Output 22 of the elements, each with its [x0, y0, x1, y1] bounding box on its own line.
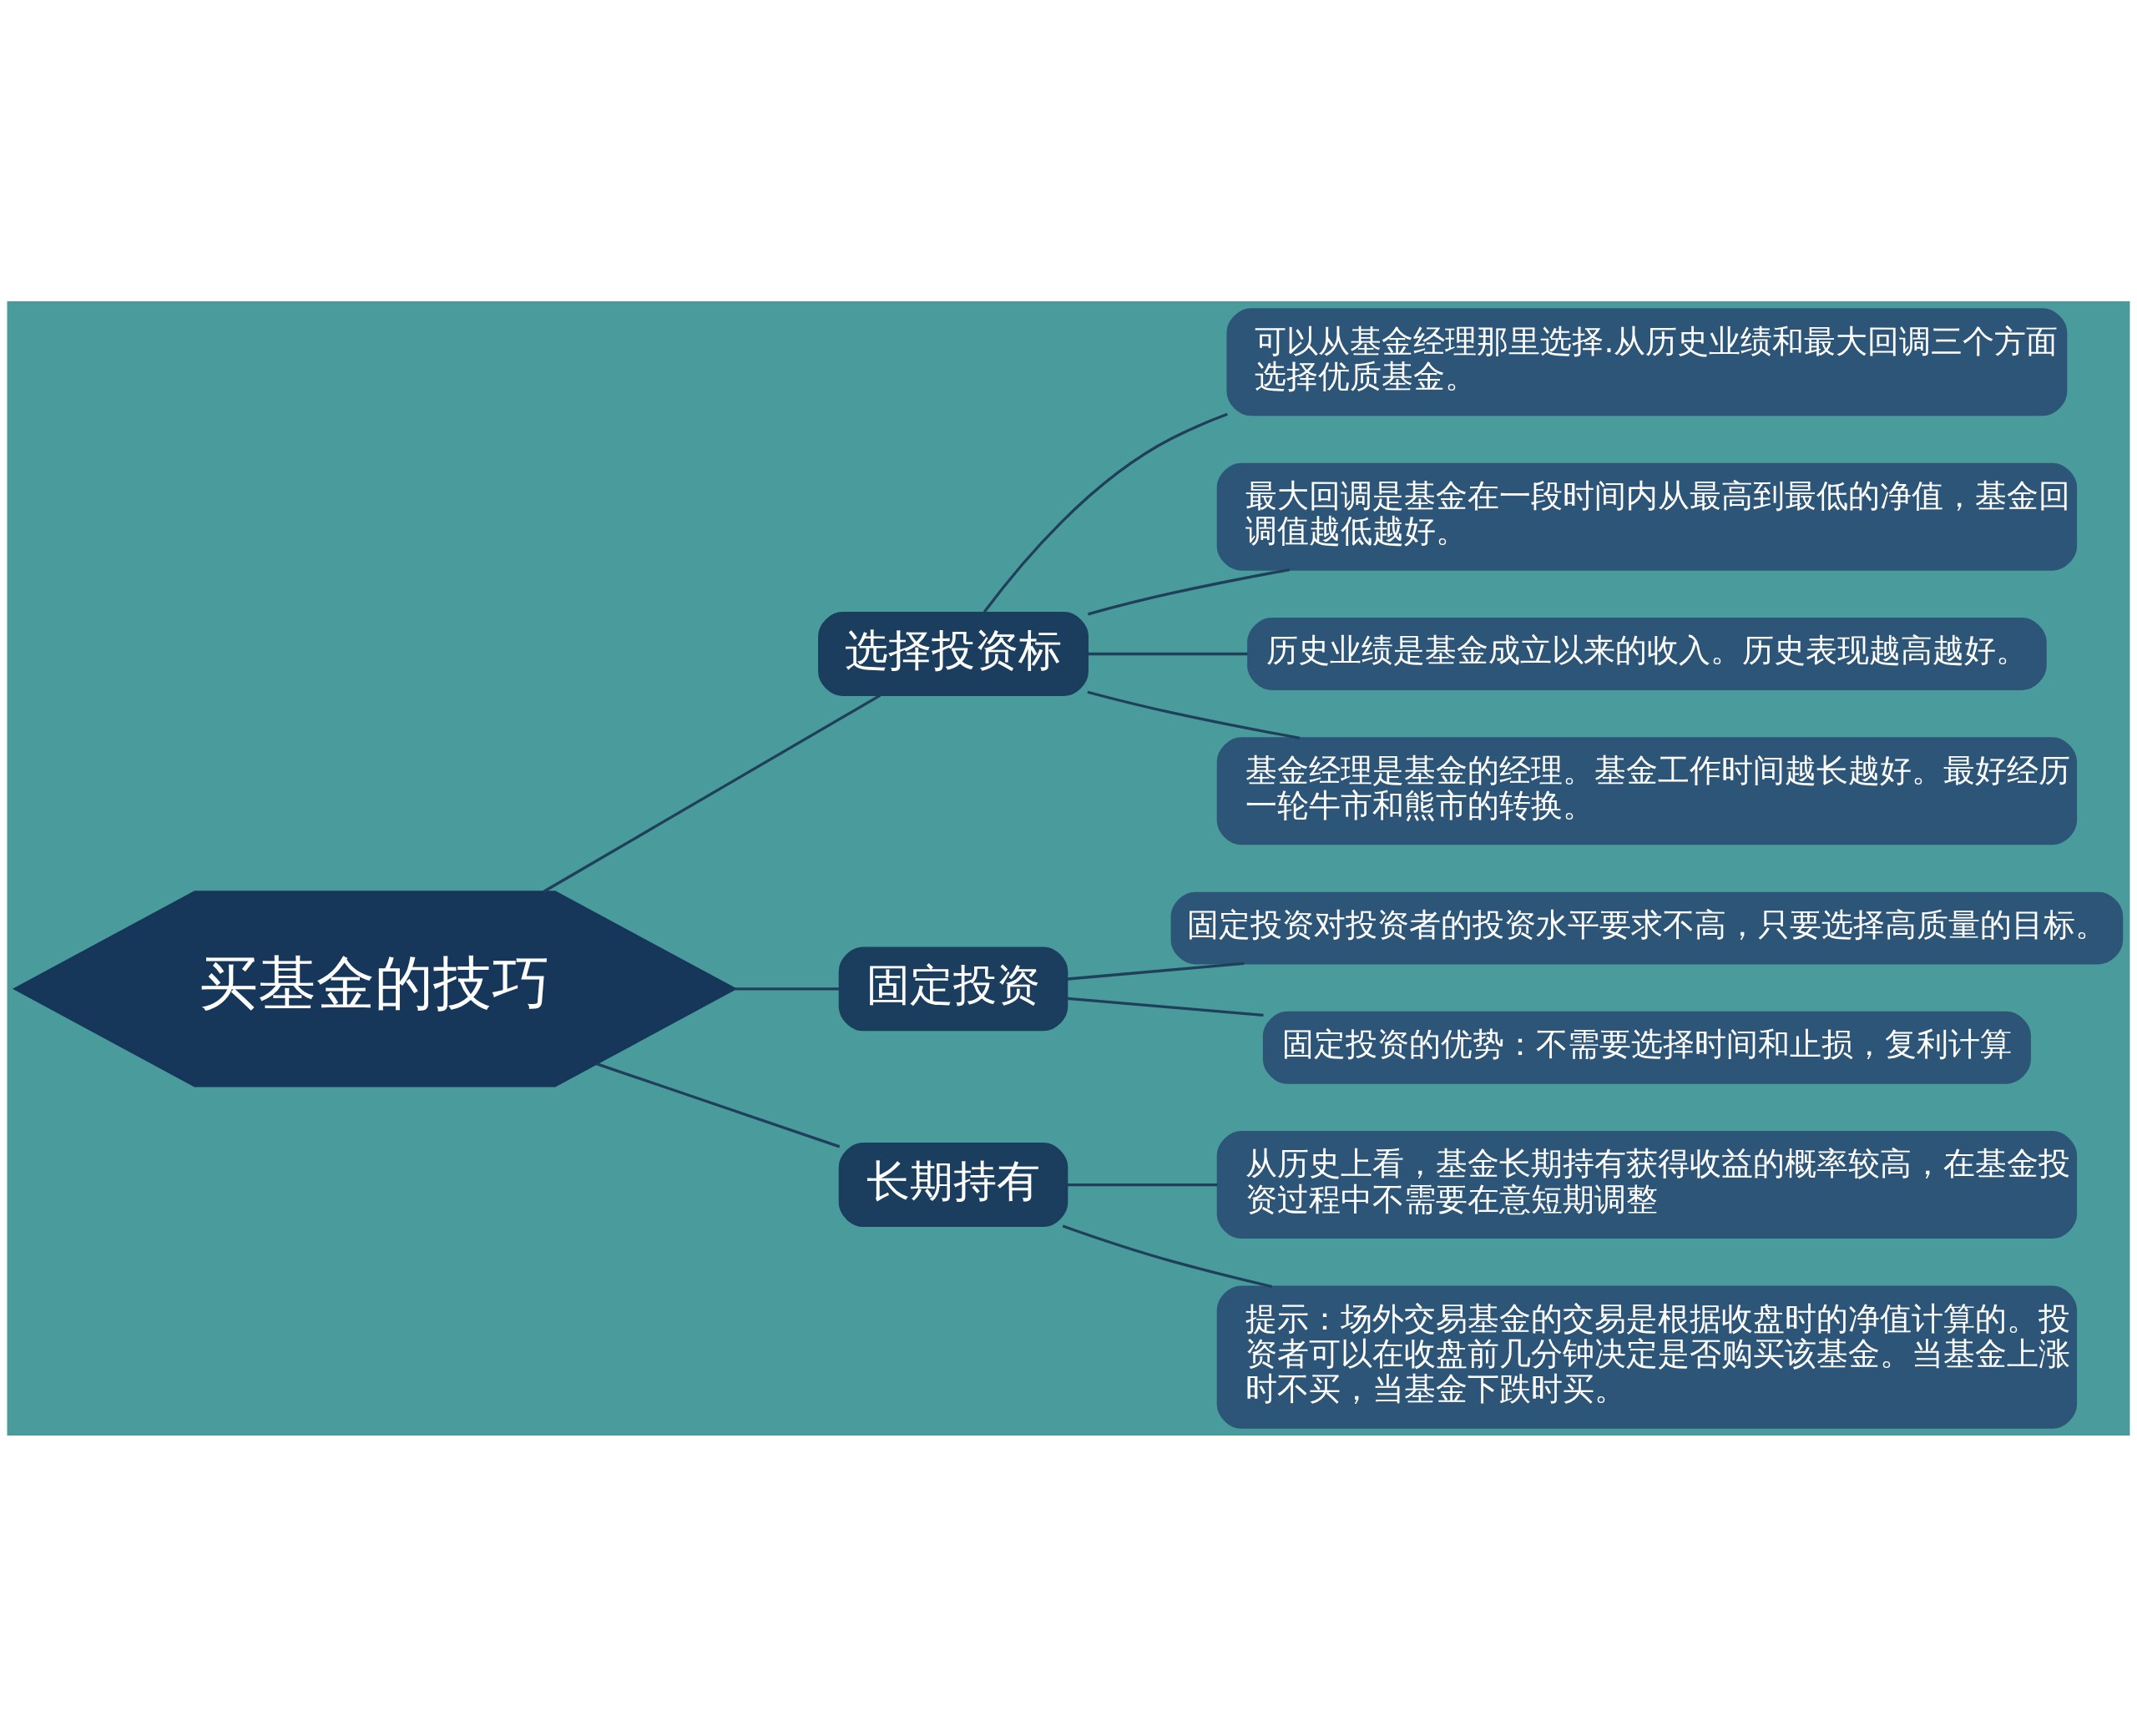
connector — [983, 412, 1228, 613]
node-box: 长期持有 — [838, 1142, 1068, 1227]
node-box: 可以从基金经理那里选择.从历史业绩和最大回调三个方面选择优质基金。 — [1226, 307, 2068, 416]
connector — [1067, 1183, 1218, 1186]
connector — [1088, 568, 1291, 615]
node-box: 从历史上看，基金长期持有获得收益的概率较高，在基金投资过程中不需要在意短期调整 — [1216, 1130, 2078, 1239]
node-box: 提示：场外交易基金的交易是根据收盘时的净值计算的。投资者可以在收盘前几分钟决定是否购买该基金。当基金上涨时不买，当基金下跌时买。 — [1216, 1284, 2078, 1429]
node-box: 固定投资对投资者的投资水平要求不高，只要选择高质量的目标。 — [1170, 891, 2124, 964]
connector — [1067, 997, 1264, 1017]
node-box: 固定投资的优势：不需要选择时间和止损，复利计算 — [1262, 1011, 2031, 1084]
connector — [1067, 961, 1245, 981]
connector — [1088, 652, 1248, 655]
connector — [1062, 1224, 1272, 1288]
connector — [596, 1062, 841, 1148]
node-box: 历史业绩是基金成立以来的收入。历史表现越高越好。 — [1247, 617, 2047, 690]
node-box: 固定投资 — [838, 946, 1068, 1031]
node-box: 选择投资标 — [818, 611, 1089, 696]
connector — [1087, 690, 1301, 739]
node-box: 最大回调是基金在一段时间内从最高到最低的净值，基金回调值越低越好。 — [1216, 462, 2078, 571]
node-box: 基金经理是基金的经理。基金工作时间越长越好。最好经历一轮牛市和熊市的转换。 — [1216, 736, 2078, 845]
connector — [543, 694, 882, 893]
connector — [735, 987, 840, 990]
